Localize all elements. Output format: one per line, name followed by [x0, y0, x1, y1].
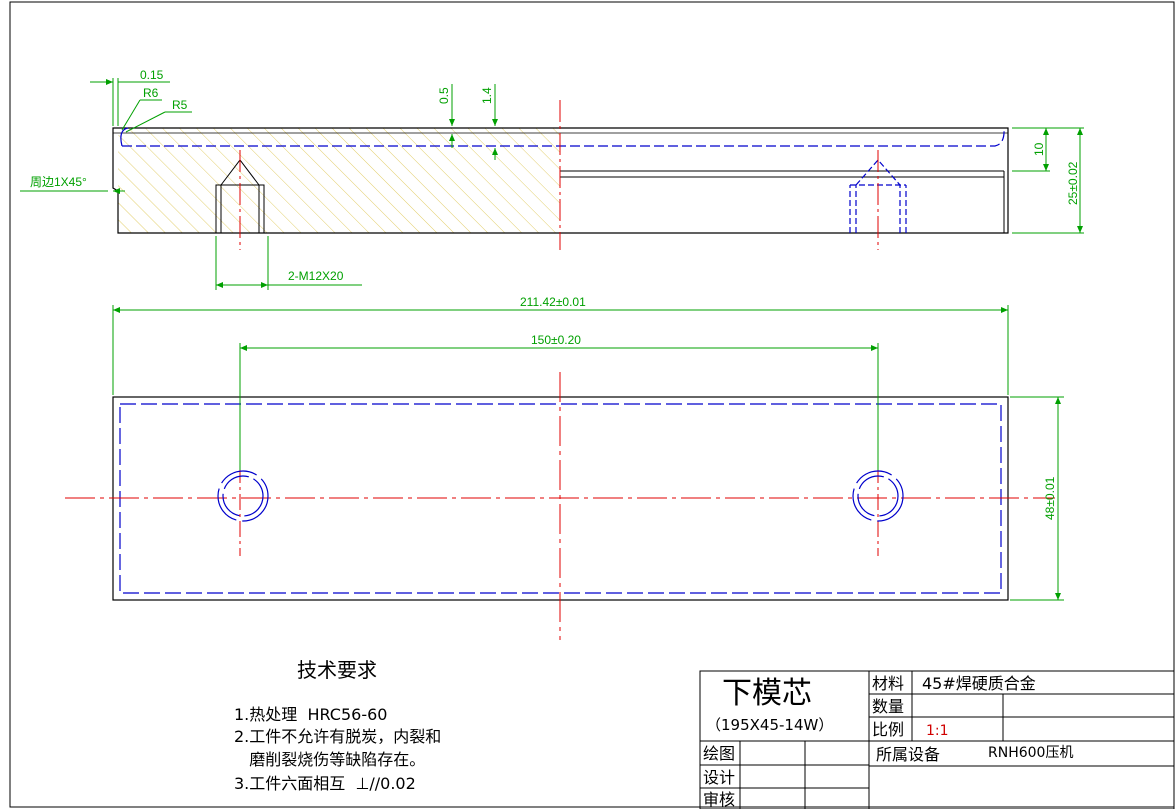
title-block-text: 下模芯 （195X45-14W） 材料 45#焊硬质合金 数量 比例 1:1 绘… — [703, 674, 1073, 809]
top-dimension-labels: 211.42±0.01 150±0.20 48±0.01 — [520, 295, 1057, 520]
dim-hole-spacing: 150±0.20 — [531, 333, 581, 347]
dim-radius-r6: R6 — [143, 86, 159, 100]
groove-hidden-line — [122, 127, 1005, 147]
hole-left-inner — [222, 475, 264, 517]
title-block — [699, 670, 1175, 809]
hole-left-outer — [217, 470, 269, 522]
review-label: 审核 — [703, 790, 735, 809]
drawing-border — [9, 1, 1175, 808]
tech-req-item-4: 3.工件六面相互 ⊥//0.02 — [234, 774, 416, 793]
dim-height-total: 25±0.02 — [1066, 161, 1080, 205]
top-view — [65, 372, 1055, 640]
quantity-label: 数量 — [872, 697, 904, 716]
dim-height-step: 10 — [1032, 142, 1046, 156]
front-dimensions — [20, 78, 1084, 290]
equipment-label: 所属设备 — [876, 745, 940, 764]
tech-req-item-3: 磨削裂烧伤等缺陷存在。 — [234, 750, 425, 769]
dim-radius-r5: R5 — [172, 98, 188, 112]
tech-req-title: 技术要求 — [297, 658, 377, 682]
equipment-value: RNH600压机 — [988, 745, 1073, 761]
drawn-label: 绘图 — [703, 744, 735, 763]
design-label: 设计 — [703, 768, 735, 787]
dim-chamfer-edge: 周边1X45° — [30, 175, 87, 189]
hole-right-outer — [852, 470, 904, 522]
tech-req-item-1: 1.热处理 HRC56-60 — [234, 705, 387, 724]
front-view — [112, 100, 1009, 250]
top-dimensions — [112, 305, 1064, 601]
tech-req-item-2: 2.工件不允许有脱炭，内裂和 — [234, 727, 441, 746]
front-dimension-labels: 0.15 R6 R5 周边1X45° 0.5 1.4 10 25±0.02 2-… — [30, 68, 1080, 283]
hole-right-inner — [857, 475, 899, 517]
scale-value: 1:1 — [926, 723, 949, 739]
dim-width-total: 48±0.01 — [1043, 476, 1057, 520]
dim-depth-b: 1.4 — [480, 87, 494, 104]
dim-chamfer-offset: 0.15 — [140, 68, 164, 82]
part-spec: （195X45-14W） — [706, 716, 833, 734]
technical-requirements: 技术要求 1.热处理 HRC56-60 2.工件不允许有脱炭，内裂和 磨削裂烧伤… — [234, 658, 441, 793]
dim-length-total: 211.42±0.01 — [520, 295, 586, 309]
scale-label: 比例 — [872, 720, 904, 739]
thread-hole-right — [849, 159, 907, 233]
material-value: 45#焊硬质合金 — [922, 674, 1036, 693]
section-hatch — [118, 128, 560, 233]
part-name: 下模芯 — [722, 676, 812, 711]
groove-left-fillet — [120, 127, 129, 147]
material-label: 材料 — [872, 674, 904, 693]
dim-thread: 2-M12X20 — [288, 269, 344, 283]
dim-depth-a: 0.5 — [437, 87, 451, 104]
